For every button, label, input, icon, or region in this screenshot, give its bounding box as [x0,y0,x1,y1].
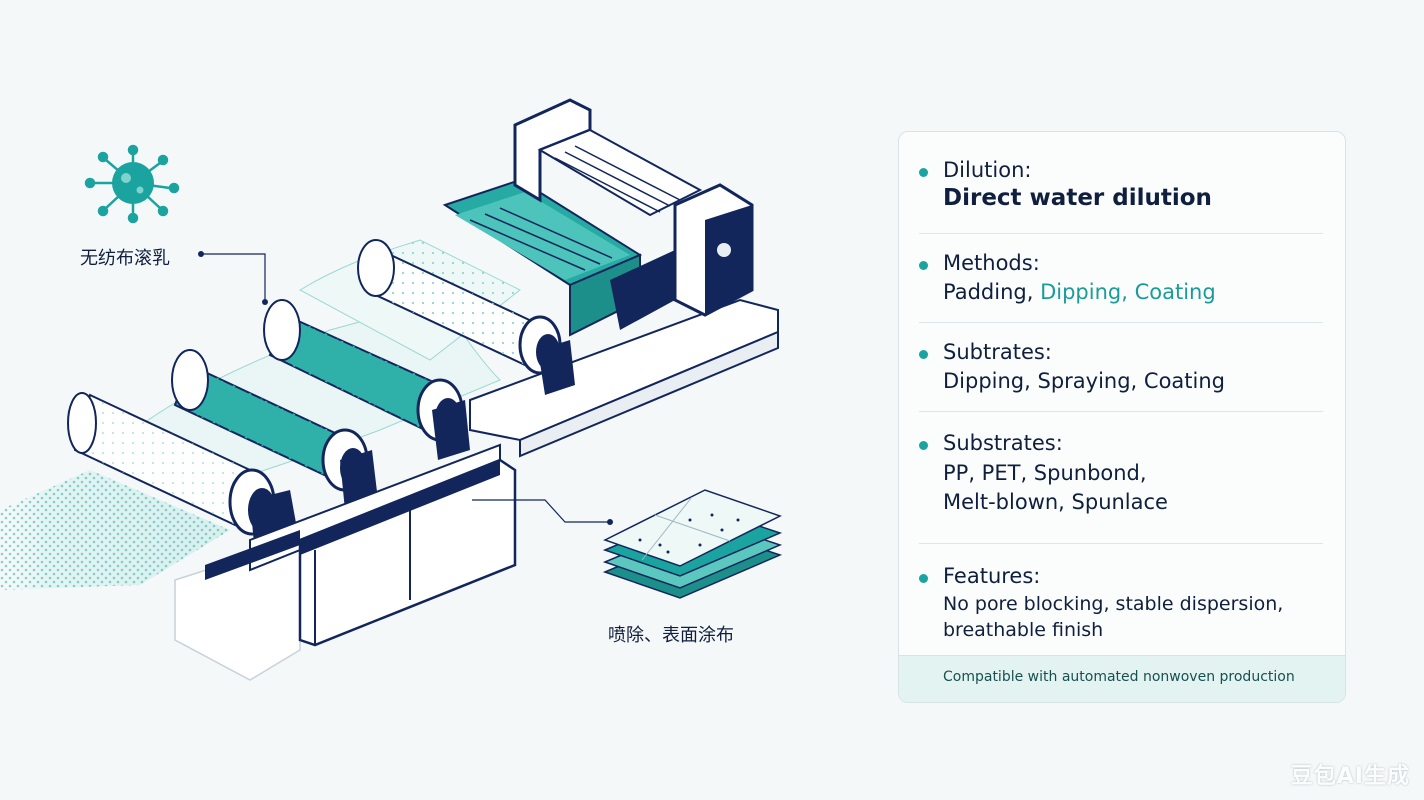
bullet-dot [919,350,928,359]
bullet-dot [919,441,928,450]
leader-line-spray [472,499,613,525]
features-title: Features: [943,564,1041,588]
methods-value-plain: Padding, [943,280,1034,304]
substrates-line-1: PP, PET, Spunbond, [943,461,1147,485]
panel-footer: Compatible with automated nonwoven produ… [899,655,1345,702]
features-line-2: breathable finish [943,619,1104,641]
coating-tank [442,178,643,337]
base-platform-right [469,298,779,458]
dilution-value: Direct water dilution [943,185,1212,211]
watermark: 豆包AI生成 [1290,764,1410,789]
subtrates-value: Dipping, Spraying, Coating [943,369,1225,393]
virus-icon [84,144,180,224]
divider [919,322,1323,323]
bullet-dot [919,574,928,583]
methods-value-accent: Dipping, Coating [1040,280,1216,304]
footer-text: Compatible with automated nonwoven produ… [943,669,1295,685]
divider [919,411,1323,412]
leader-line-emulsion [198,251,268,305]
roller-back [357,239,575,395]
bullet-dot [919,261,928,270]
subtrates-title: Subtrates: [943,340,1052,364]
fabric-web [0,239,521,590]
fabric-stack-icon [602,489,783,599]
roller-teal-2 [263,299,470,460]
callout-spray-label: 喷除、表面涂布 [608,625,734,646]
bullet-dot [919,168,928,177]
features-line-1: No pore blocking, stable dispersion, [943,593,1284,615]
methods-value: Padding, Dipping, Coating [943,280,1216,304]
dryer-unit [513,98,754,330]
callout-emulsion-label: 无纺布滚乳 [80,248,170,269]
substrates-line-2: Melt-blown, Spunlace [943,490,1168,514]
divider [919,543,1323,544]
spec-panel: Dilution: Direct water dilution Methods:… [898,131,1346,703]
dilution-title: Dilution: [943,158,1032,182]
methods-title: Methods: [943,251,1040,275]
substrates-title: Substrates: [943,431,1063,455]
divider [919,233,1323,234]
base-front [174,443,517,681]
